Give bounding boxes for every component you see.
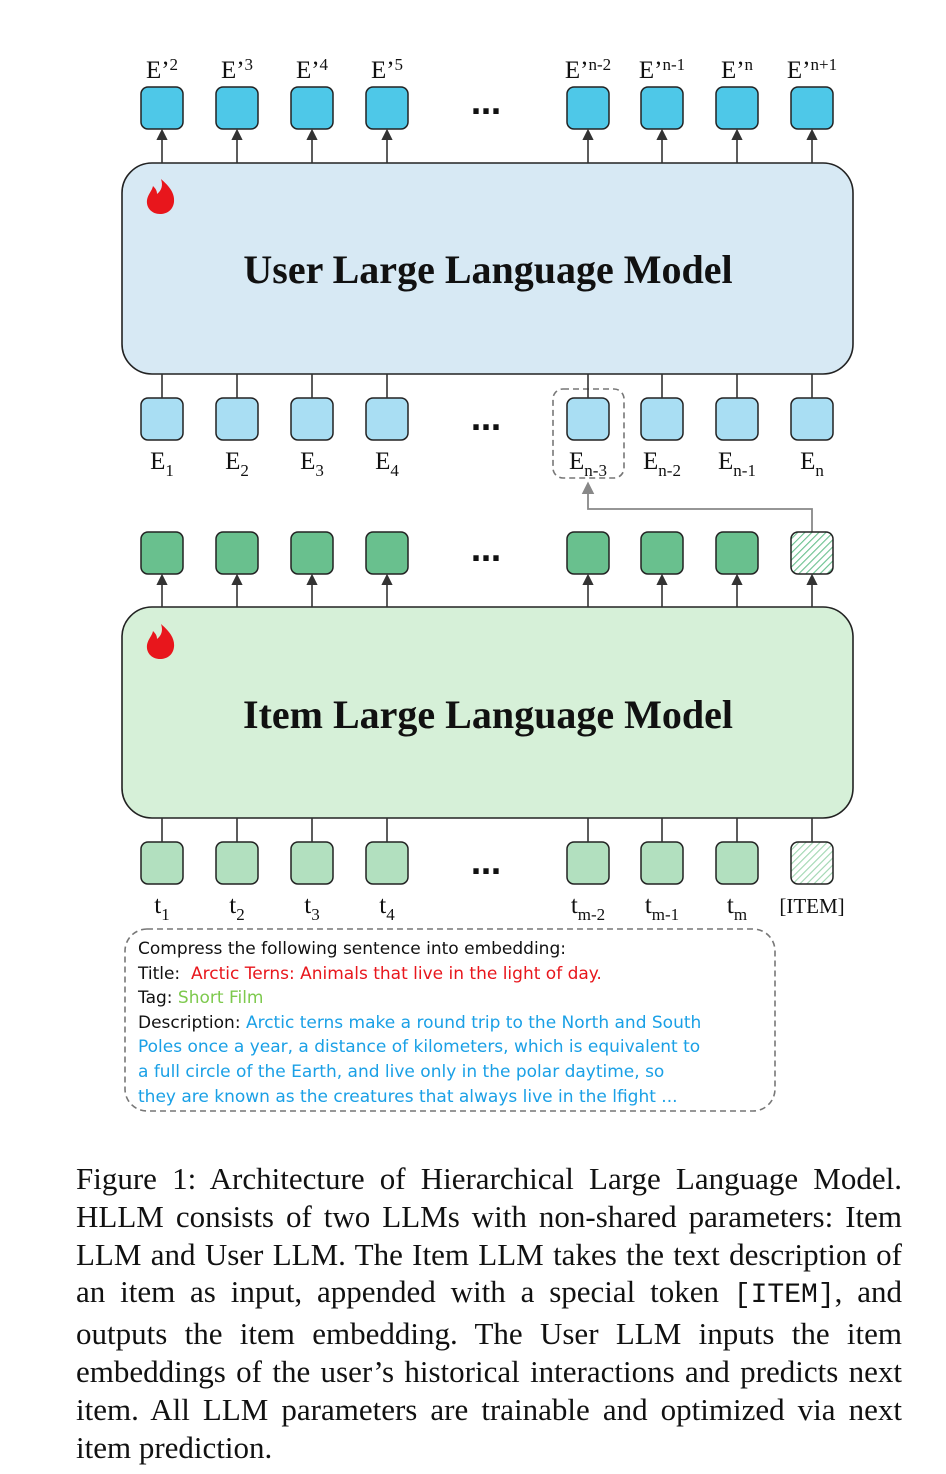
user-llm-title: User Large Language Model bbox=[243, 247, 732, 292]
item-input-label: tm bbox=[727, 892, 747, 924]
item-embedding-token bbox=[790, 531, 834, 575]
prompt-title-label: Title: bbox=[138, 963, 181, 984]
prompt-desc-value-3: a full circle of the Earth, and live onl… bbox=[138, 1061, 665, 1082]
user-input-label: En bbox=[800, 448, 824, 480]
caption-text-1: Figure 1: Architecture of Hierarchical L… bbox=[76, 1161, 902, 1310]
prompt-tag-value: Short Film bbox=[177, 988, 264, 1009]
ellipsis-icon: … bbox=[471, 847, 501, 882]
user-input-label: En-3 bbox=[569, 448, 607, 480]
user-input-token bbox=[790, 397, 834, 441]
user-output-token bbox=[140, 86, 184, 130]
user-output-label: E’n-1 bbox=[639, 55, 685, 84]
item-input-label: t2 bbox=[229, 892, 244, 924]
item-input-token bbox=[566, 841, 610, 885]
item-output-token bbox=[640, 531, 684, 575]
user-llm-box bbox=[121, 162, 854, 375]
user-input-token bbox=[290, 397, 334, 441]
user-output-token bbox=[365, 86, 409, 130]
flame-icon bbox=[146, 179, 175, 214]
prompt-desc-value-4: they are known as the creatures that alw… bbox=[138, 1086, 678, 1107]
user-output-token bbox=[640, 86, 684, 130]
user-input-label: E1 bbox=[150, 448, 174, 480]
user-output-label: E’n bbox=[721, 55, 754, 84]
item-input-label: t3 bbox=[304, 892, 319, 924]
user-output-token bbox=[715, 86, 759, 130]
prompt-title-line: Title: Arctic Terns: Animals that live i… bbox=[138, 962, 778, 987]
user-input-label: En-1 bbox=[718, 448, 756, 480]
user-output-token bbox=[790, 86, 834, 130]
prompt-desc-label: Description: bbox=[138, 1012, 241, 1033]
user-input-label: En-2 bbox=[643, 448, 681, 480]
user-input-token bbox=[566, 397, 610, 441]
item-input-token bbox=[715, 841, 759, 885]
prompt-desc-value-2: Poles once a year, a distance of kilomet… bbox=[138, 1037, 701, 1058]
user-output-label: E’4 bbox=[296, 55, 329, 84]
prompt-tag-label: Tag: bbox=[138, 988, 173, 1009]
item-output-token bbox=[290, 531, 334, 575]
prompt-dashed-border bbox=[124, 928, 776, 1112]
item-input-label: tm-2 bbox=[571, 892, 605, 924]
user-output-token bbox=[566, 86, 610, 130]
item-input-label: t1 bbox=[154, 892, 169, 924]
user-input-token bbox=[640, 397, 684, 441]
item-llm-title: Item Large Language Model bbox=[243, 692, 733, 737]
item-output-token bbox=[365, 531, 409, 575]
item-input-token bbox=[140, 841, 184, 885]
item-output-token bbox=[215, 531, 259, 575]
ellipsis-icon: … bbox=[471, 403, 501, 438]
prompt-desc-value-1: Arctic terns make a round trip to the No… bbox=[245, 1012, 702, 1033]
user-output-label: E’2 bbox=[146, 55, 178, 84]
flame-icon bbox=[146, 624, 175, 659]
item-input-token bbox=[215, 841, 259, 885]
item-output-token bbox=[715, 531, 759, 575]
item-input-token bbox=[290, 841, 334, 885]
ellipsis-icon: … bbox=[471, 87, 501, 122]
figure-caption: Figure 1: Architecture of Hierarchical L… bbox=[76, 1160, 902, 1466]
user-input-label: E2 bbox=[225, 448, 249, 480]
item-llm-box bbox=[121, 606, 854, 819]
prompt-desc-line: Description: Arctic terns make a round t… bbox=[138, 1011, 778, 1036]
item-text-prompt: Compress the following sentence into emb… bbox=[124, 928, 776, 1112]
item-input-token bbox=[365, 841, 409, 885]
item-to-user-connector bbox=[581, 481, 813, 532]
item-output-token bbox=[140, 531, 184, 575]
user-input-token bbox=[140, 397, 184, 441]
user-output-label: E’5 bbox=[371, 55, 403, 84]
user-output-label: E’3 bbox=[221, 55, 253, 84]
caption-text-2: , and outputs the item embedding. The Us… bbox=[76, 1274, 902, 1465]
prompt-tag-line: Tag: Short Film bbox=[138, 986, 778, 1011]
item-input-token bbox=[640, 841, 684, 885]
caption-item-token: [ITEM] bbox=[733, 1280, 835, 1312]
item-input-label: t4 bbox=[379, 892, 395, 924]
item-input-label: [ITEM] bbox=[779, 894, 844, 918]
user-output-token bbox=[215, 86, 259, 130]
item-output-token bbox=[566, 531, 610, 575]
user-input-label: E3 bbox=[300, 448, 324, 480]
user-input-token bbox=[215, 397, 259, 441]
user-input-token bbox=[715, 397, 759, 441]
item-input-label: tm-1 bbox=[645, 892, 679, 924]
prompt-title-value: Arctic Terns: Animals that live in the l… bbox=[190, 963, 602, 984]
user-output-label: E’n-2 bbox=[565, 55, 611, 84]
user-input-label: E4 bbox=[375, 448, 399, 480]
item-special-token bbox=[790, 841, 834, 885]
prompt-instruction: Compress the following sentence into emb… bbox=[138, 939, 566, 959]
user-output-label: E’n+1 bbox=[787, 55, 837, 84]
user-input-token bbox=[365, 397, 409, 441]
ellipsis-icon: … bbox=[471, 534, 501, 569]
user-output-token bbox=[290, 86, 334, 130]
